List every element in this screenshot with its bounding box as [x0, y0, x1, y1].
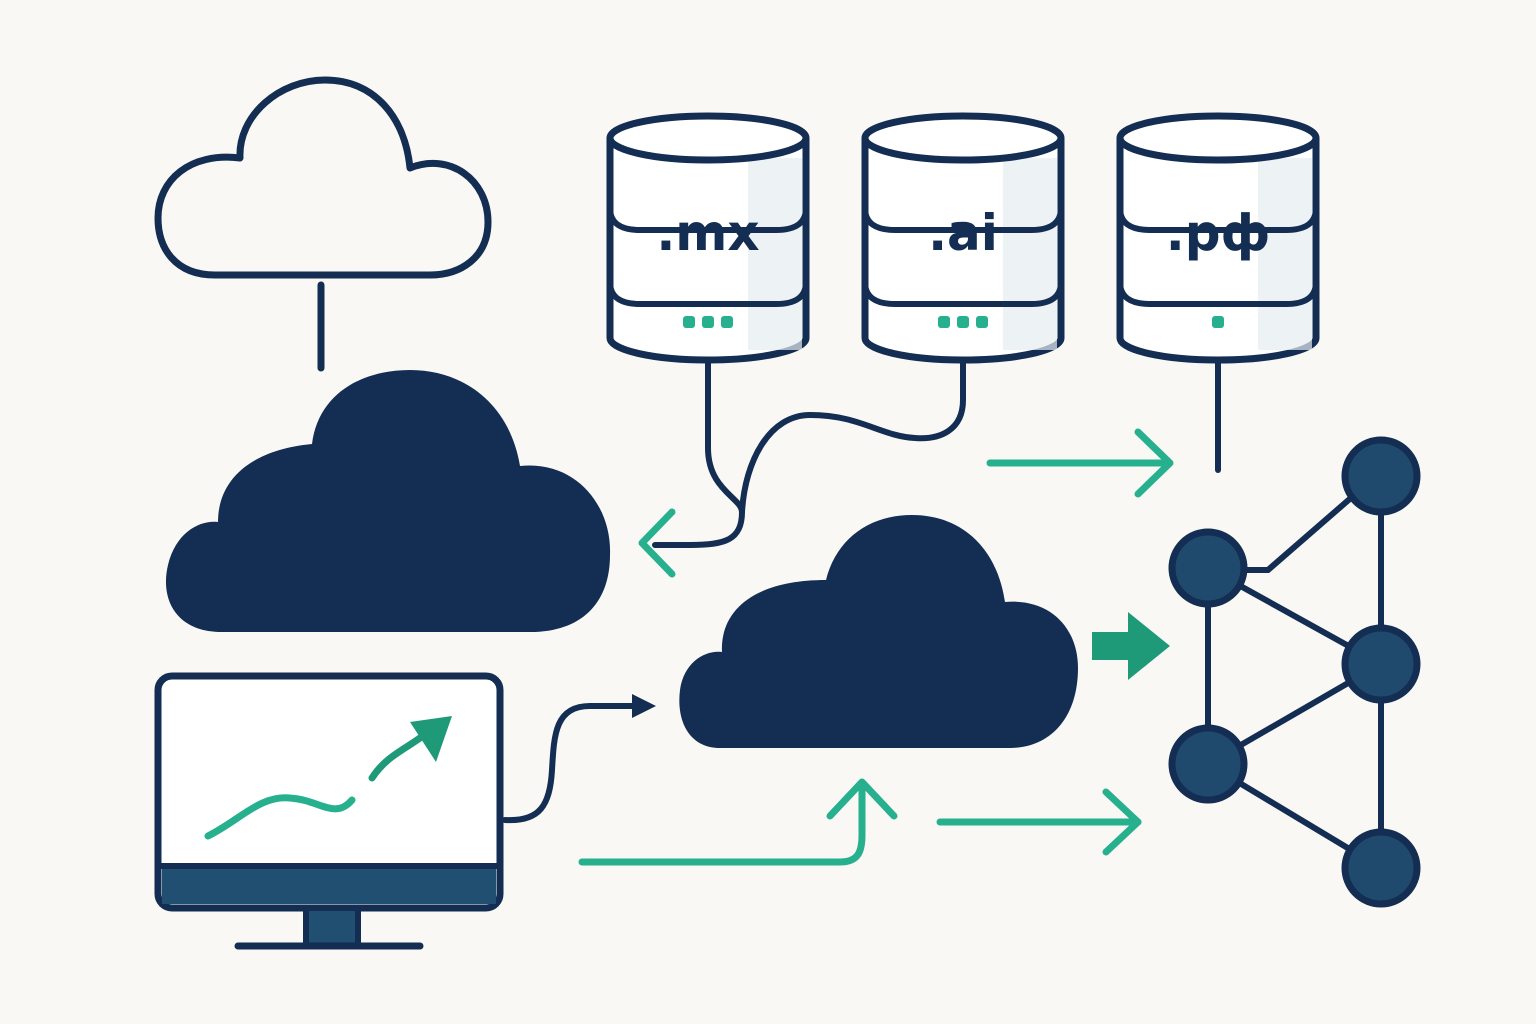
network-node: [1341, 828, 1421, 908]
cloud-filled-icon: [165, 370, 611, 632]
database-top: [606, 112, 810, 164]
database-indicator-dot: [957, 316, 969, 328]
flow-arrows: [578, 428, 1174, 866]
network-edge: [1237, 494, 1355, 573]
arrow-up-turn: [578, 782, 866, 866]
network-node: [1341, 436, 1421, 516]
monitor-neck: [303, 905, 361, 949]
trend-line-up: [368, 734, 424, 782]
center-cloud: [679, 515, 1078, 748]
database-indicator-dot: [976, 316, 988, 328]
main-cloud: [165, 370, 611, 632]
database-indicator-dot: [683, 316, 695, 328]
cloud-filled-icon: [679, 515, 1078, 748]
database-2: .ai: [861, 112, 1065, 364]
trend-line: [204, 794, 356, 840]
arrow-left-head: [638, 508, 676, 578]
database-shade: [748, 158, 802, 350]
database-top: [1116, 112, 1320, 164]
cloud-outline-icon: [154, 76, 492, 279]
monitor: [154, 672, 656, 950]
database-indicator-dot: [721, 316, 733, 328]
database-band: [862, 205, 1064, 233]
database-band: [607, 205, 809, 233]
database-label: .ai: [928, 204, 998, 262]
db-cables: [652, 357, 1221, 548]
database-shade: [1258, 158, 1312, 350]
database-band: [1117, 205, 1319, 233]
database-3: .рф: [1116, 112, 1320, 364]
database-label: .рф: [1166, 204, 1270, 262]
arrow-right-top-head: [1134, 428, 1174, 498]
network-graph: [1168, 436, 1421, 908]
cable-ai: [739, 357, 966, 515]
network-node: [1341, 624, 1421, 704]
network-node: [1168, 724, 1248, 804]
database-top: [861, 112, 1065, 164]
outline-cloud: [154, 76, 492, 372]
monitor-cable-arrowhead: [632, 694, 656, 718]
database-indicator-dot: [1212, 316, 1224, 328]
database-group: .mx .ai .рф: [606, 112, 1320, 364]
arrow-right-bottom-head: [1102, 788, 1142, 856]
database-indicator-dot: [938, 316, 950, 328]
database-shade: [1003, 158, 1057, 350]
arrow-up-turn-head: [826, 778, 898, 820]
network-node: [1168, 528, 1248, 608]
database-indicator-dot: [702, 316, 714, 328]
monitor-to-cloud-cable: [502, 703, 635, 824]
database-1: .mx: [606, 112, 810, 364]
database-band: [1117, 279, 1319, 307]
database-label: .mx: [656, 204, 759, 262]
trend-arrow-head: [410, 716, 452, 762]
arrow-bold-right: [1092, 612, 1170, 680]
database-band: [607, 279, 809, 307]
database-band: [862, 279, 1064, 307]
network-nodes: [1168, 436, 1421, 908]
monitor-bar: [162, 866, 496, 904]
